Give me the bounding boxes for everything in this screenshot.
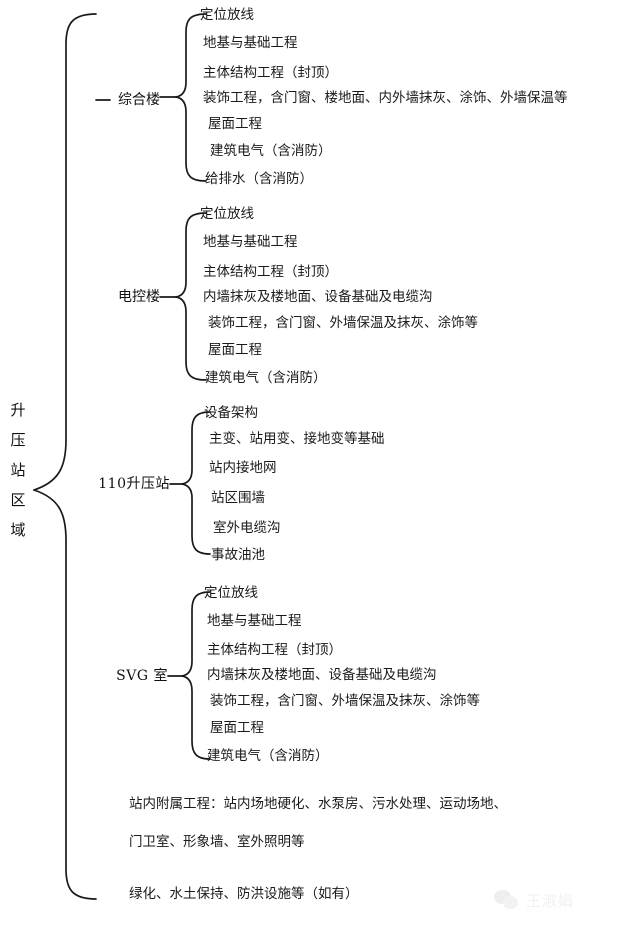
- leaf-item: 装饰工程，含门窗、楼地面、内外墙抹灰、涂饰、外墙保温等: [203, 90, 568, 106]
- root-label: 升 压 站 区 域: [6, 395, 30, 545]
- leaf-item: 屋面工程: [208, 116, 262, 132]
- leaf-item: 事故油池: [211, 547, 265, 563]
- leaf-item: 主体结构工程（封顶）: [203, 264, 338, 280]
- tail-item-line: 绿化、水土保持、防洪设施等（如有）: [129, 886, 359, 902]
- leaf-item: 装饰工程，含门窗、外墙保温及抹灰、涂饰等: [208, 315, 478, 331]
- root-label-char: 升: [10, 401, 26, 419]
- root-label-char: 压: [10, 431, 26, 449]
- leaf-item: 站区围墙: [211, 490, 265, 506]
- leaf-item: 给排水（含消防）: [205, 171, 313, 187]
- leaf-item: 建筑电气（含消防）: [210, 143, 332, 159]
- leaf-item: 定位放线: [204, 585, 258, 601]
- leaf-item: 主变、站用变、接地变等基础: [209, 431, 385, 447]
- leaf-item: 站内接地网: [209, 460, 277, 476]
- wechat-logo-icon: [494, 889, 520, 911]
- leaf-item: 装饰工程，含门窗、外墙保温及抹灰、涂饰等: [210, 693, 480, 709]
- root-label-char: 站: [10, 461, 26, 479]
- branch-label-svgshi: SVG 室: [116, 668, 168, 684]
- branch-label-110shengyazhan: 110升压站: [98, 476, 170, 492]
- leaf-item: 地基与基础工程: [207, 613, 302, 629]
- watermark-text: 王淑娟: [526, 891, 575, 910]
- root-label-char: 区: [10, 491, 26, 509]
- branch-label-diankonglou: 电控楼: [118, 289, 160, 305]
- leaf-item: 定位放线: [200, 7, 254, 23]
- leaf-item: 建筑电气（含消防）: [207, 748, 329, 764]
- leaf-item: 定位放线: [200, 206, 254, 222]
- leaf-item: 主体结构工程（封顶）: [203, 65, 338, 81]
- leaf-item: 屋面工程: [208, 342, 262, 358]
- tail-item-line: 站内附属工程：站内场地硬化、水泵房、污水处理、运动场地、: [129, 796, 507, 812]
- leaf-item: 主体结构工程（封顶）: [207, 642, 342, 658]
- leaf-item: 设备架构: [204, 405, 258, 421]
- leaf-item: 内墙抹灰及楼地面、设备基础及电缆沟: [207, 667, 437, 683]
- leaf-item: 地基与基础工程: [203, 234, 298, 250]
- leaf-item: 屋面工程: [210, 720, 264, 736]
- leaf-item: 内墙抹灰及楼地面、设备基础及电缆沟: [203, 289, 433, 305]
- tail-item-line: 门卫室、形象墙、室外照明等: [129, 834, 305, 850]
- root-label-char: 域: [10, 521, 26, 539]
- leaf-item: 地基与基础工程: [203, 35, 298, 51]
- branch-label-zonghelou: 综合楼: [118, 92, 160, 108]
- watermark: 王淑娟: [494, 889, 574, 911]
- leaf-item: 建筑电气（含消防）: [205, 370, 327, 386]
- leaf-item: 室外电缆沟: [213, 520, 281, 536]
